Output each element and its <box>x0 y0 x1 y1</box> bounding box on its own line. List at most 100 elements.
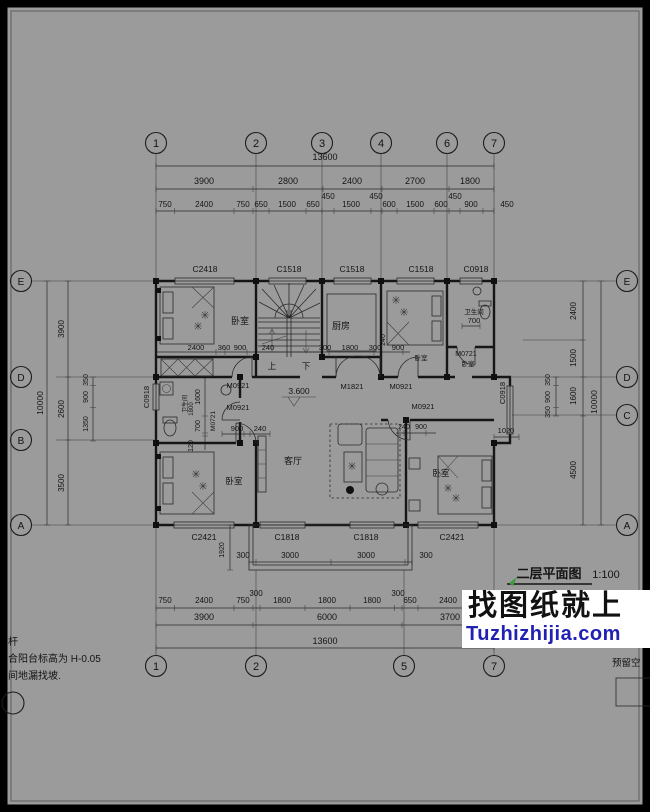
window-labels-bottom: C2421 C1818 C1818 C2421 <box>191 532 464 542</box>
dim-label: 3000 <box>281 551 299 560</box>
dim-label: 3000 <box>357 551 375 560</box>
dim-total-right: 10000 <box>589 390 599 414</box>
interior-walls <box>156 281 494 525</box>
dim-label: 600 <box>434 200 448 209</box>
bottom-dimension-labels: 750 2400 750 300 1800 1800 1800 300 650 … <box>158 589 460 646</box>
door-label: M0921 <box>412 402 435 411</box>
dim-label: 1800 <box>342 343 359 352</box>
room-label-kitchen: 厨房 <box>332 320 350 331</box>
dim-label: 300 <box>249 589 263 598</box>
bathroom-left-fixtures <box>159 381 232 437</box>
dim-label: 450 <box>321 192 335 201</box>
grid-bubbles-left: E D B A <box>9 269 33 537</box>
dim-label: 2400 <box>195 200 213 209</box>
dim-label: 2400 <box>439 596 457 605</box>
top-dimension-labels: 13600 3900 2800 2400 2700 1800 750 2400 … <box>158 152 514 209</box>
room-label-bedroom: 卧室 <box>231 315 249 326</box>
dim-label: 900 <box>234 343 247 352</box>
door-label: M0921 <box>390 382 413 391</box>
dim-label: 350 <box>83 374 90 386</box>
dim-total-left: 10000 <box>35 391 45 415</box>
dim-total-top: 13600 <box>312 152 337 162</box>
dim-label: 1800 <box>318 596 336 605</box>
dim-label: 300 <box>419 551 433 560</box>
drawing-title: 二层平面图 1:100 <box>507 566 620 585</box>
dim-label: 4500 <box>569 461 578 479</box>
dim-label: 750 <box>236 200 250 209</box>
dim-label: 300 <box>391 589 405 598</box>
grid-bubble-label: 3 <box>319 138 325 150</box>
dim-label: 900 <box>392 343 405 352</box>
dim-label: 3900 <box>57 320 66 338</box>
grid-bubble-label: 5 <box>401 661 407 673</box>
dim-label: 1800 <box>189 402 195 416</box>
window-label: C1818 <box>274 532 299 542</box>
dim-label: 2400 <box>188 343 205 352</box>
window-label: C2421 <box>439 532 464 542</box>
grid-bubble-label: E <box>624 277 631 288</box>
grid-bubbles-bottom: 1 2 5 7 <box>144 654 506 678</box>
watermark-site-link: Tuzhizhijia.com <box>466 623 621 645</box>
grid-bubble-label: 7 <box>491 661 497 673</box>
grid-bubble-label: 1 <box>153 138 159 150</box>
grid-bubble-label: C <box>623 411 630 422</box>
dim-label: 1600 <box>569 387 578 405</box>
stair-up-label: 上 <box>268 361 277 371</box>
window-label: C1518 <box>408 264 433 274</box>
stair-down-label: 下 <box>302 361 311 371</box>
dim-label: 1800 <box>273 596 291 605</box>
dim-label: 750 <box>158 596 172 605</box>
dim-label: 2400 <box>342 176 362 186</box>
grid-bubble-label: 2 <box>253 138 259 150</box>
dim-label: 1800 <box>460 176 480 186</box>
balcony <box>248 524 413 571</box>
dim-label: 3900 <box>194 176 214 186</box>
note-left-1: 杆 <box>8 636 18 648</box>
watermark: 找图纸就上 Tuzhizhijia.com <box>462 590 650 648</box>
staircase <box>258 283 321 357</box>
window-label: C2418 <box>192 264 217 274</box>
margin-notes: 杆 合阳台标高为 H-0.05 间地漏找坡. 预留空 <box>1 636 650 715</box>
window-label: C1518 <box>339 264 364 274</box>
door-label: M0921 <box>227 403 250 412</box>
grid-bubble-label: 6 <box>444 138 450 150</box>
dim-label: 450 <box>500 200 514 209</box>
window-label: C2421 <box>191 532 216 542</box>
door-labels: M0921 M0921 M1821 M0921 M0921 M0721 M072… <box>210 351 477 431</box>
extension-lines <box>32 154 616 655</box>
dim-label: 2600 <box>57 400 66 418</box>
dim-label: 2700 <box>405 176 425 186</box>
grid-bubble-label: A <box>18 521 25 532</box>
dim-label: 1500 <box>278 200 296 209</box>
dim-label: 1500 <box>406 200 424 209</box>
dim-label: 3500 <box>57 474 66 492</box>
left-dimension-labels: 10000 3900 2600 3500 350 900 1350 C0918 <box>35 320 151 492</box>
window-label: C0918 <box>463 264 488 274</box>
dim-label: 600 <box>382 200 396 209</box>
dim-label: 2800 <box>278 176 298 186</box>
dim-label: 900 <box>231 424 244 433</box>
dim-label: 650 <box>403 596 417 605</box>
level-mark: 3.600 <box>282 386 316 407</box>
dim-label: 350 <box>545 374 552 386</box>
dim-label: 750 <box>236 596 250 605</box>
door-label: M0721 <box>210 411 217 431</box>
room-labels: 卧室 厨房 卧室 卧室 客厅 卧室 卧室 卫生间 卫生间 上 下 <box>181 307 484 486</box>
grid-bubble-label: 2 <box>253 661 259 673</box>
window-label: C1518 <box>276 264 301 274</box>
dim-label: 1350 <box>83 416 90 432</box>
door-label: M0921 <box>227 381 250 390</box>
inner-dimension-labels: 2400 360 900 240 300 1800 300 900 240 70… <box>188 316 481 452</box>
bed-top-right <box>386 290 444 346</box>
dim-label: 240 <box>254 424 267 433</box>
dim-label: 1800 <box>363 596 381 605</box>
grid-bubble-label: 7 <box>491 138 497 150</box>
grid-bubble-label: A <box>624 521 631 532</box>
dim-label: 1500 <box>569 349 578 367</box>
dim-label: 2400 <box>569 302 578 320</box>
bathroom-top-right-fixtures <box>472 286 492 320</box>
bed-top-left <box>156 286 215 345</box>
window-labels-top: C2418 C1518 C1518 C1518 C0918 <box>192 264 488 274</box>
